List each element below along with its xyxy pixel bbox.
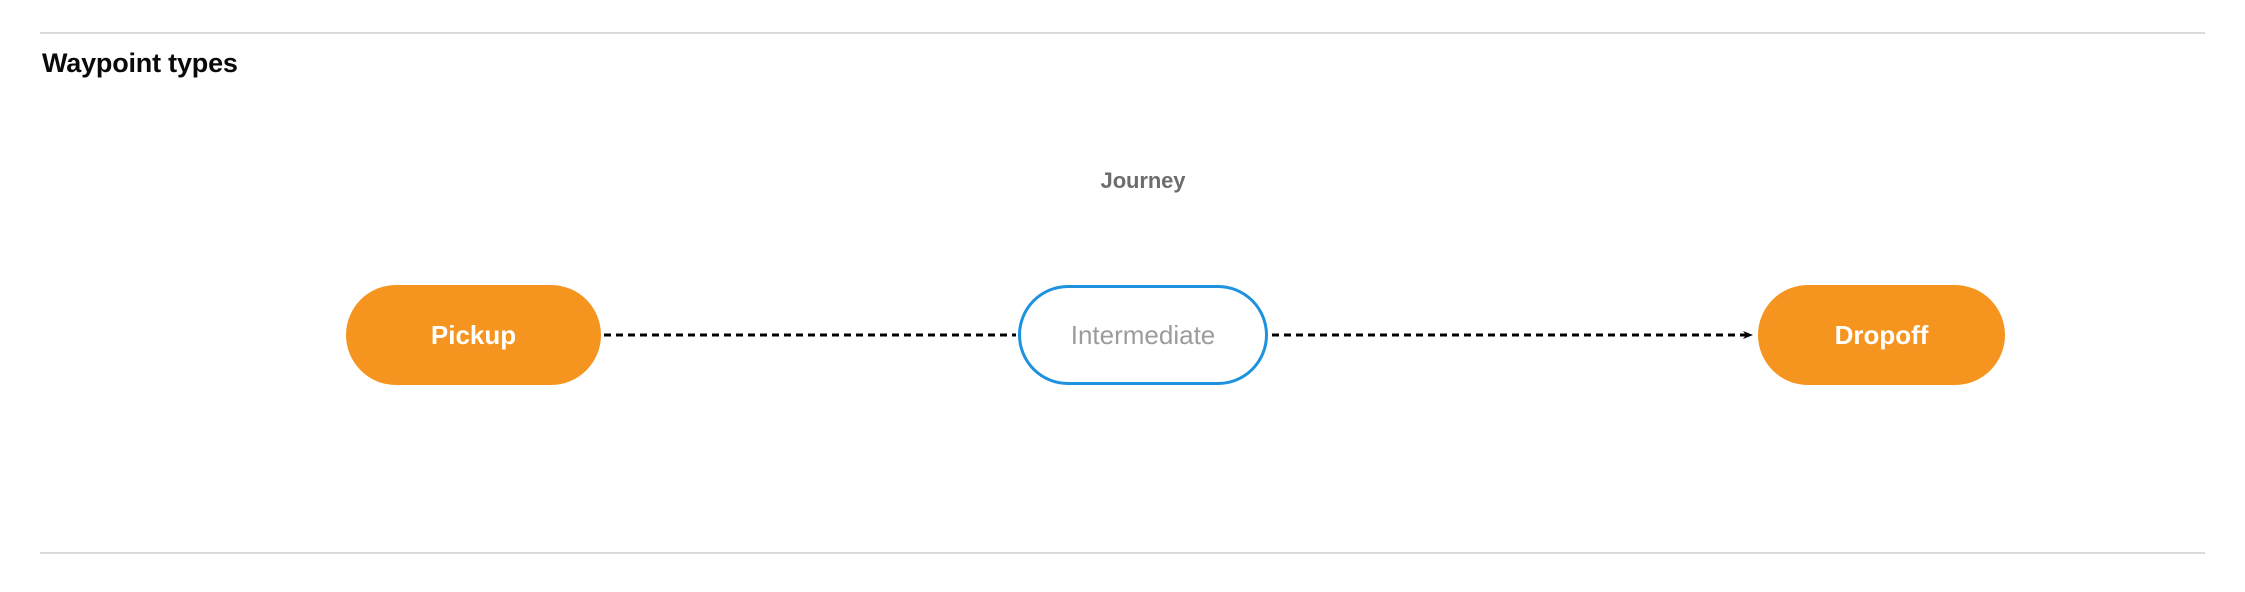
divider-bottom <box>40 552 2205 554</box>
waypoint-node-dropoff-label: Dropoff <box>1834 320 1929 350</box>
waypoint-node-pickup-label: Pickup <box>430 320 517 350</box>
divider-top <box>40 32 2205 34</box>
waypoint-node-pickup[interactable]: Pickup <box>346 285 601 385</box>
waypoint-node-intermediate[interactable]: Intermediate <box>1018 285 1268 385</box>
journey-group-label: Journey <box>1100 168 1186 193</box>
waypoint-node-intermediate-label: Intermediate <box>1070 320 1216 350</box>
waypoint-node-dropoff[interactable]: Dropoff <box>1758 285 2005 385</box>
waypoint-journey-diagram: Journey Pickup Intermediate Dropoff <box>0 95 2245 435</box>
page-title: Waypoint types <box>42 48 238 78</box>
